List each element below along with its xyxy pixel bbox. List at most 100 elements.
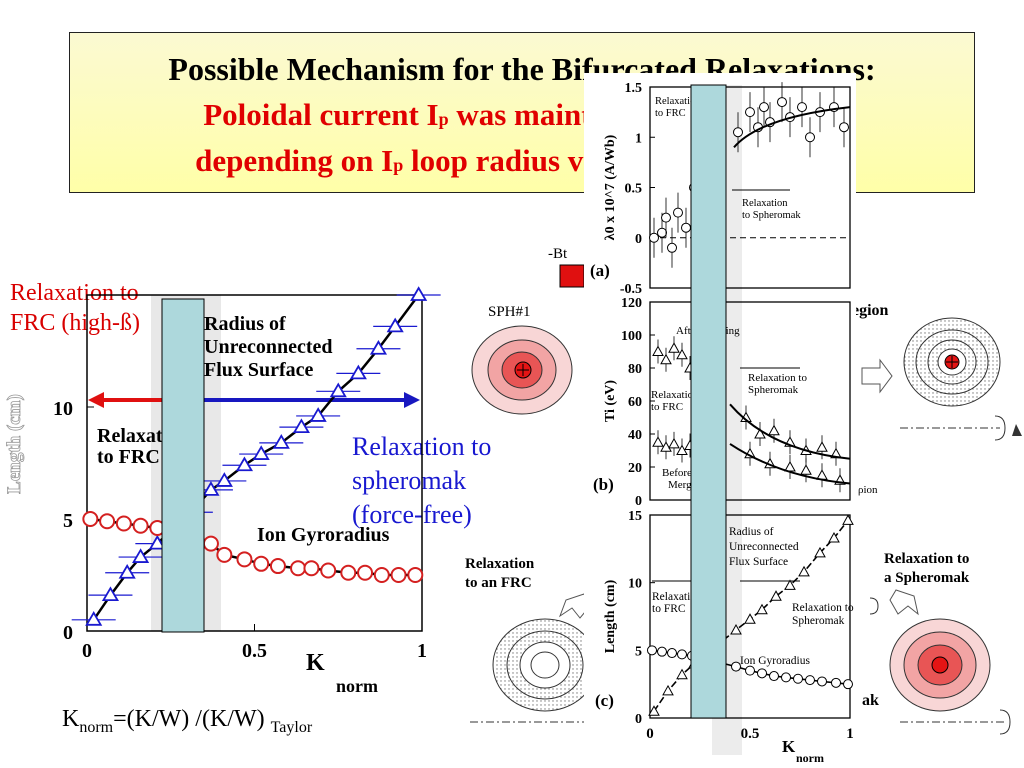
panel-a-point — [661, 212, 671, 223]
panel-c-annotation: Unreconnected — [729, 541, 799, 553]
left-radius-label-2: Unreconnected — [204, 336, 333, 358]
panel-ytick-label: 0 — [635, 232, 642, 247]
panel-a-point — [777, 97, 787, 108]
left-ion-point — [390, 567, 407, 583]
panel-c-annotation: Spheromak — [792, 615, 845, 627]
left-radius-point — [309, 407, 327, 422]
rotation-arrow-bottom — [999, 709, 1011, 735]
panel-c-ion-point — [817, 676, 827, 687]
panel-b-annotation: to FRC — [651, 401, 683, 413]
panel-c-ion-point — [757, 668, 767, 679]
left-radius-point — [410, 286, 428, 301]
left-radius-point — [329, 382, 347, 398]
left-xlabel-norm: norm — [336, 676, 378, 696]
sph1-label: SPH#1 — [488, 304, 531, 320]
panel-b-annotation: Relaxation — [651, 389, 699, 401]
panel-label: (a) — [590, 261, 610, 280]
panel-ytick-label: 15 — [628, 509, 642, 524]
panel-c-radius-point — [730, 624, 742, 635]
panel-b-point — [816, 441, 828, 452]
left-xlabel-k: K — [306, 650, 325, 676]
panel-ylabel: Ti (eV) — [603, 380, 618, 422]
frc-cross-section-right-top — [903, 317, 1001, 407]
panel-b-annotation: Before — [662, 467, 692, 479]
panel-c-ion-point — [677, 649, 687, 660]
panel-c-radius-point — [756, 603, 768, 615]
relax-frc-diagram-2: to an FRC — [465, 575, 532, 591]
left-ion-point — [269, 558, 286, 575]
panel-c-ion-point — [793, 673, 803, 684]
rotation-arrow-top — [994, 415, 1006, 441]
left-ion-point — [303, 560, 320, 577]
panel-c-radius-point — [798, 565, 810, 577]
panel-c-xtick-label: 1 — [846, 726, 854, 742]
panel-a-annotation: to Spheromak — [742, 210, 801, 221]
panel-c-ion-point — [647, 645, 657, 656]
panel-c-annotation: Radius of — [729, 526, 774, 538]
relax-frc-diagram-1: Relaxation — [465, 556, 535, 572]
panel-c-radius-point — [828, 531, 840, 543]
left-xtick-label: 1 — [417, 640, 427, 662]
left-radius-point — [369, 339, 388, 355]
right-xlabel-k: K — [782, 737, 796, 756]
panel-c-ion-point — [805, 675, 815, 686]
panel-a-point — [657, 227, 667, 238]
panel-c-radius-point — [842, 514, 854, 525]
left-radius-label-1: Radius of — [204, 313, 286, 335]
panel-ytick-label: 10 — [628, 577, 642, 592]
panel-frame — [649, 514, 851, 719]
panel-c-annotation: Relaxation to — [792, 602, 854, 614]
panel-c-xtick-label: 0.5 — [741, 726, 760, 742]
panel-c-ion-point — [781, 672, 791, 683]
panel-b-point — [660, 353, 672, 365]
panel-c-ion-point — [831, 677, 841, 688]
left-ion-point — [82, 511, 99, 527]
minus-marker — [559, 264, 585, 288]
panel-ytick-label: 0 — [635, 712, 642, 727]
left-ion-point — [357, 564, 374, 581]
left-radius-point — [118, 563, 136, 579]
panel-a-point — [759, 102, 769, 113]
left-ion-point — [202, 535, 219, 552]
spheromak-annotation: Relaxation to spheromak (force-free) — [352, 432, 492, 529]
left-radius-point — [272, 434, 290, 449]
right-highlight-bar — [690, 84, 727, 719]
panel-c-radius-point — [784, 579, 796, 590]
left-ion-point — [253, 555, 270, 572]
left-ion-point — [373, 567, 390, 583]
panel-label: (c) — [595, 691, 614, 710]
panel-b-annotation: Spheromak — [748, 384, 799, 396]
panel-b-point — [652, 436, 664, 447]
panel-c-radius-point — [770, 590, 782, 601]
panel-c-annotation: Flux Surface — [729, 556, 788, 568]
panel-b-point — [652, 345, 664, 356]
panel-ytick-label: -0.5 — [620, 282, 642, 297]
left-xtick-label: 0 — [82, 640, 92, 662]
left-radius-point — [349, 364, 367, 380]
left-radius-point — [235, 456, 254, 472]
panel-c-radius-point — [744, 613, 756, 624]
panel-ytick-label: 1.5 — [625, 81, 643, 96]
panel-a-point — [649, 232, 659, 243]
panel-c-annotation: Relaxation — [652, 591, 702, 603]
panel-a-annotation: Relaxation — [742, 198, 788, 209]
spheromak-cross-section-left — [471, 325, 573, 415]
left-ion-gyro-label: Ion Gyroradius — [257, 524, 390, 546]
relax-sph-diagram-1: Relaxation to — [884, 551, 969, 567]
left-ion-point — [407, 567, 424, 583]
panel-a: -0.500.511.5λ0 x 10^7 (A/Wb)(a)Relaxatio… — [590, 81, 851, 297]
panel-c-xtick-label: 0 — [646, 726, 654, 742]
panel-a-point — [667, 242, 677, 253]
panel-c-ion-point — [667, 648, 677, 659]
left-ion-point — [132, 517, 149, 534]
panel-a-annotation: to FRC — [655, 108, 686, 119]
left-ion-point — [99, 513, 116, 530]
left-radius-point — [101, 586, 120, 602]
left-ion-point — [290, 560, 307, 577]
panel-a-point — [797, 102, 807, 113]
left-ion-point — [320, 562, 337, 579]
left-ion-point — [236, 551, 253, 568]
frc-annotation: Relaxation to FRC (high-ß) — [10, 280, 141, 336]
panel-label: (b) — [593, 475, 614, 494]
